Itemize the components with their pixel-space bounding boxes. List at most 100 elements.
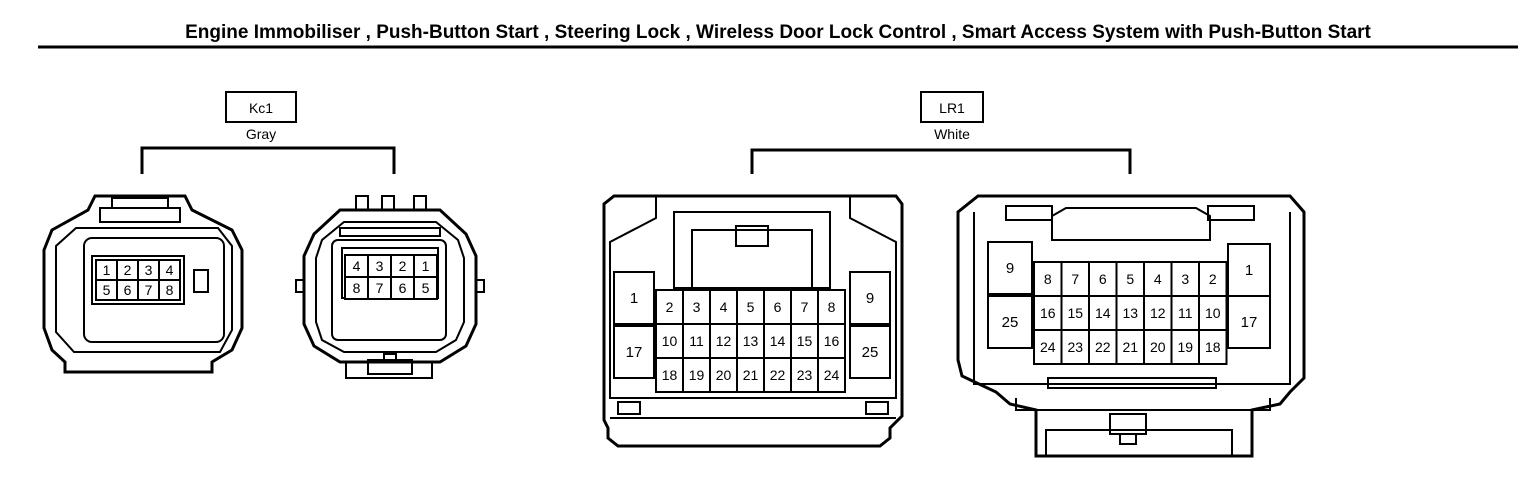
pin-number: 17 <box>1241 314 1258 331</box>
kc1-color: Gray <box>246 126 276 142</box>
pin-number: 5 <box>103 282 111 298</box>
pin-cell: 18 <box>1198 329 1228 365</box>
pin-number: 23 <box>797 367 813 383</box>
pin-cell: 7 <box>790 289 819 325</box>
pin-cell: 16 <box>1033 295 1063 331</box>
pin-number: 11 <box>1178 305 1193 321</box>
pin-number: 2 <box>1209 271 1217 287</box>
pin-number: 1 <box>1245 262 1253 279</box>
pin-number: 10 <box>662 333 678 349</box>
pin-number: 14 <box>1095 305 1111 321</box>
pin-cell: 4 <box>1143 261 1173 297</box>
pin-number: 13 <box>743 333 759 349</box>
pin-cell: 23 <box>790 357 819 393</box>
pin-cell: 3 <box>682 289 711 325</box>
pin-number: 23 <box>1067 339 1083 355</box>
pin-cell: 17 <box>613 325 655 379</box>
pin-cell: 7 <box>1060 261 1090 297</box>
pin-cell: 8 <box>1033 261 1063 297</box>
pin-number: 16 <box>1040 305 1056 321</box>
pin-cell: 6 <box>1088 261 1118 297</box>
pin-number: 10 <box>1205 305 1221 321</box>
pin-cell: 5 <box>413 276 438 300</box>
pin-number: 5 <box>422 280 430 296</box>
lr1-code: LR1 <box>939 100 965 116</box>
pin-cell: 23 <box>1060 329 1090 365</box>
pin-cell: 1 <box>1227 243 1271 297</box>
pin-cell: 8 <box>158 279 181 301</box>
pin-number: 3 <box>145 262 153 278</box>
pin-cell: 9 <box>987 241 1033 295</box>
kc1-group-label: Kc1 Gray <box>140 91 396 174</box>
pin-cell: 25 <box>987 295 1033 349</box>
pin-cell: 3 <box>367 254 392 278</box>
pin-number: 6 <box>124 282 132 298</box>
pin-cell: 22 <box>763 357 792 393</box>
pin-cell: 1 <box>613 271 655 325</box>
pin-cell: 22 <box>1088 329 1118 365</box>
pin-number: 12 <box>1150 305 1166 321</box>
pin-cell: 19 <box>1170 329 1200 365</box>
pin-number: 16 <box>824 333 840 349</box>
pin-number: 4 <box>1154 271 1162 287</box>
pin-number: 15 <box>1067 305 1083 321</box>
pin-cell: 4 <box>709 289 738 325</box>
pin-cell: 14 <box>763 323 792 359</box>
pin-number: 6 <box>1099 271 1107 287</box>
pin-cell: 13 <box>1115 295 1145 331</box>
pin-number: 8 <box>828 299 836 315</box>
pin-cell: 21 <box>1115 329 1145 365</box>
pin-number: 8 <box>1044 271 1052 287</box>
pin-cell: 24 <box>817 357 846 393</box>
pin-cell: 6 <box>763 289 792 325</box>
pin-cell: 4 <box>344 254 369 278</box>
pin-number: 21 <box>743 367 759 383</box>
pin-number: 2 <box>124 262 132 278</box>
pin-number: 18 <box>662 367 678 383</box>
pin-number: 20 <box>716 367 732 383</box>
pin-number: 25 <box>1002 314 1019 331</box>
pin-number: 21 <box>1122 339 1138 355</box>
page-title: Engine Immobiliser , Push-Button Start ,… <box>185 22 1371 43</box>
pin-cell: 7 <box>367 276 392 300</box>
pin-number: 1 <box>630 290 638 307</box>
pin-number: 8 <box>353 280 361 296</box>
pin-cell: 8 <box>344 276 369 300</box>
pin-cell: 2 <box>655 289 684 325</box>
pin-cell: 11 <box>682 323 711 359</box>
pin-cell: 5 <box>1115 261 1145 297</box>
pin-cell: 3 <box>137 259 160 281</box>
pin-number: 7 <box>145 282 153 298</box>
pin-cell: 3 <box>1170 261 1200 297</box>
lr1-group-label: LR1 White <box>750 91 1132 174</box>
pin-number: 6 <box>399 280 407 296</box>
pin-number: 5 <box>747 299 755 315</box>
pin-number: 13 <box>1122 305 1138 321</box>
pin-cell: 15 <box>790 323 819 359</box>
pin-number: 14 <box>770 333 786 349</box>
pin-cell: 12 <box>1143 295 1173 331</box>
pin-number: 22 <box>770 367 786 383</box>
pin-number: 9 <box>866 290 874 307</box>
pin-cell: 2 <box>1198 261 1228 297</box>
pin-number: 9 <box>1006 260 1014 277</box>
pin-number: 4 <box>166 262 174 278</box>
pin-cell: 2 <box>116 259 139 281</box>
pin-cell: 13 <box>736 323 765 359</box>
pin-cell: 17 <box>1227 295 1271 349</box>
pin-number: 3 <box>693 299 701 315</box>
pin-number: 19 <box>1177 339 1193 355</box>
pin-number: 5 <box>1126 271 1134 287</box>
pin-number: 20 <box>1150 339 1166 355</box>
pin-cell: 24 <box>1033 329 1063 365</box>
pin-cell: 19 <box>682 357 711 393</box>
pin-number: 24 <box>1040 339 1056 355</box>
pin-cell: 15 <box>1060 295 1090 331</box>
pin-cell: 21 <box>736 357 765 393</box>
pin-number: 18 <box>1205 339 1221 355</box>
